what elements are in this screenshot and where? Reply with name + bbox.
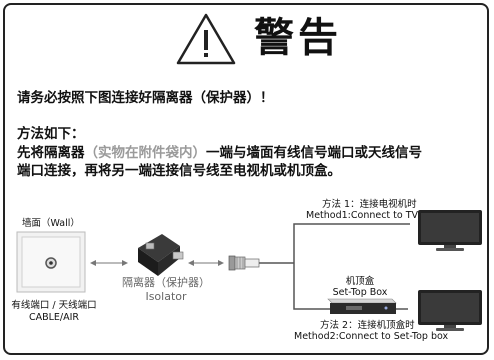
warning-icon: [176, 13, 236, 65]
instruction-line-2: 先将隔离器（实物在附件袋内）一端与墙面有线信号端口或天线信号: [17, 145, 422, 161]
method1-label-cn: 方法 1：连接电视机时: [322, 199, 417, 210]
wall-label: 墙面（Wall）: [22, 218, 80, 229]
method-heading: 方法如下：: [17, 126, 85, 142]
method2-label-en: Method2:Connect to Set-Top box: [294, 331, 449, 342]
cable-port-label-cn: 有线端口 / 天线端口: [11, 300, 97, 311]
arrow-isolator-connector: [188, 260, 224, 266]
method2-label-cn: 方法 2：连接机顶盒时: [320, 320, 415, 331]
set-top-box: [327, 298, 397, 314]
signal-cables: [259, 223, 410, 310]
page-title: 警告: [254, 15, 342, 61]
instruction-line-3: 端口连接，再将另一端连接信号线至电视机或机顶盒。: [17, 163, 341, 179]
stb-label-en: Set-Top Box: [332, 287, 388, 298]
instruction-line-1: 请务必按照下图连接好隔离器（保护器）！: [17, 90, 274, 106]
arrow-wall-isolator: [90, 260, 128, 266]
warning-frame: [3, 3, 489, 355]
stb-label-cn: 机顶盒: [345, 276, 375, 287]
tv-method1: [418, 210, 482, 251]
isolator-label-cn: 隔离器（保护器）: [122, 276, 210, 289]
cable-port-label-en: CABLE/AIR: [28, 312, 80, 323]
tv-method2: [418, 290, 482, 331]
isolator-label-en: Isolator: [145, 290, 187, 303]
isolator-device: [138, 234, 184, 276]
wall-plate: [16, 231, 86, 293]
method1-label-en: Method1:Connect to TV: [306, 210, 419, 221]
coax-connector: [228, 255, 260, 271]
